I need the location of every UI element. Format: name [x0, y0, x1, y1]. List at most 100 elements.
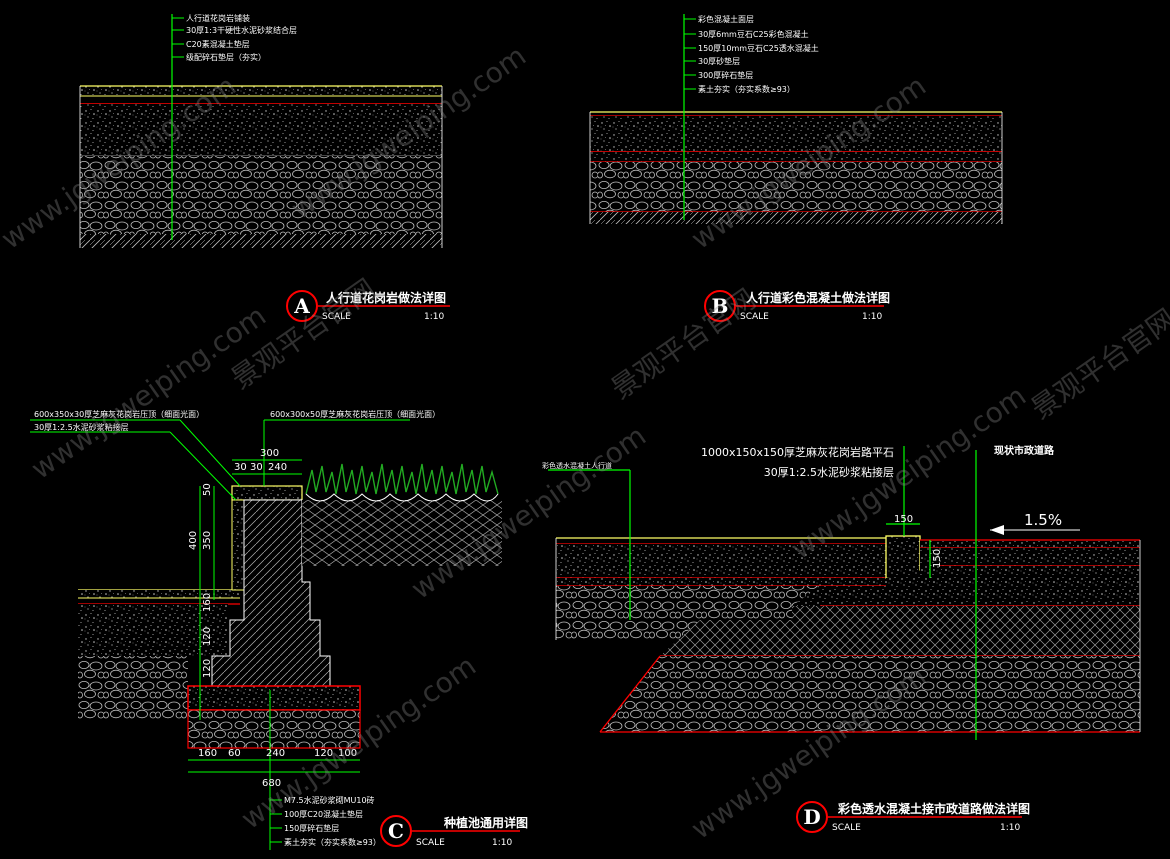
d-sand-layer: [556, 578, 886, 586]
a-detail-marker-icon: [286, 290, 318, 322]
b-layer-label-2: 30厚6mm豆石C25彩色混凝土: [698, 29, 809, 39]
watermark-cn-3: 景观平台官网: [1025, 302, 1170, 425]
c-side-stone: [231, 499, 245, 591]
c-footing-gravel: [187, 709, 361, 749]
c-paving-layer: [78, 590, 240, 598]
b-detail-marker-icon: [704, 290, 736, 322]
a-layer-label-4: 级配碎石垫层（夯实）: [186, 52, 266, 62]
b-title-block: B 人行道彩色混凝土做法详图 SCALE 1:10: [704, 290, 890, 322]
a-scale-label: SCALE: [322, 312, 351, 322]
c-grass: [305, 463, 499, 502]
c-dim-bottom-2: 60: [228, 748, 241, 759]
detail-d: 彩色透水混凝土人行道 1000x150x150厚芝麻灰花岗岩路平石 30厚1:2…: [542, 444, 1141, 833]
a-layer-label-1: 人行道花岗岩铺装: [186, 13, 250, 23]
c-detail-title: 种植池通用详图: [443, 815, 528, 830]
c-brick-wall: [211, 499, 331, 687]
c-dim-top-3: 30: [250, 462, 263, 473]
b-soil-layer: [590, 212, 1002, 224]
slope-arrow-icon: [990, 525, 1004, 535]
d-detail-marker-icon: [796, 801, 828, 833]
c-dim-left-6: 120: [202, 659, 213, 678]
d-road-gravel: [600, 656, 1140, 732]
a-detail-title: 人行道花岗岩做法详图: [326, 290, 446, 305]
d-slope-value: 1.5%: [1024, 511, 1062, 529]
c-footing: [187, 685, 361, 711]
d-leaders: [548, 446, 977, 740]
c-dim-top-2: 30: [234, 462, 247, 473]
d-road-subbase: [660, 606, 1140, 656]
b-layer-label-5: 300厚碎石垫层: [698, 70, 753, 80]
d-label-curb: 1000x150x150厚芝麻灰花岗岩路平石: [701, 445, 894, 459]
c-dim-left-3: 50: [202, 483, 213, 496]
a-detail-letter: A: [293, 294, 310, 318]
b-layer-label-6: 素土夯实（夯实系数≥93）: [698, 84, 795, 94]
b-detail-letter: B: [712, 294, 729, 318]
watermark-url-4: www.jgweiping.com: [25, 299, 272, 486]
d-dim-curb-width: 150: [894, 514, 913, 525]
c-dim-bottom-5: 100: [338, 748, 357, 759]
c-label-coping-right: 600x300x50厚芝麻灰花岗岩压顶（细面光面）: [270, 409, 440, 419]
b-scale-value: 1:10: [862, 312, 882, 322]
detail-a: 人行道花岗岩铺装 30厚1:3干硬性水泥砂浆结合层 C20素混凝土垫层 级配碎石…: [79, 13, 450, 322]
d-road-stabilized: [792, 566, 1140, 606]
detail-b: 彩色混凝土面层 30厚6mm豆石C25彩色混凝土 150厚10mm豆石C25透水…: [589, 14, 1003, 322]
b-detail-title: 人行道彩色混凝土做法详图: [746, 290, 890, 305]
watermark-cn-2: 景观平台官网: [605, 282, 762, 405]
c-gravel-layer: [78, 656, 188, 720]
d-slope-indicator: 1.5%: [990, 511, 1080, 535]
c-scale-label: SCALE: [416, 838, 445, 848]
d-dim-curb-height: 150: [932, 549, 943, 568]
a-paving-layer: [80, 86, 442, 96]
c-coping-stone: [231, 485, 303, 501]
a-concrete-layer: [80, 104, 442, 156]
d-sidewalk-concrete: [556, 544, 886, 578]
c-dim-bottom-4: 120: [314, 748, 333, 759]
c-scale-value: 1:10: [492, 838, 512, 848]
d-detail-letter: D: [803, 805, 820, 829]
d-scale-label: SCALE: [832, 823, 861, 833]
c-dim-top-1: 300: [260, 448, 279, 459]
c-concrete-layer: [78, 604, 228, 656]
c-dimension-lines: [30, 419, 410, 850]
c-detail-letter: C: [388, 819, 404, 843]
a-title-block: A 人行道花岗岩做法详图 SCALE 1:10: [286, 290, 450, 322]
c-label-mortar: 30厚1:2.5水泥砂浆粘接层: [34, 422, 129, 432]
b-color-concrete-layer: [590, 116, 1002, 152]
c-dim-left-5: 120: [202, 627, 213, 646]
a-gravel-layer: [80, 156, 442, 234]
c-detail-marker-icon: [380, 815, 412, 847]
d-road-base: [920, 548, 1140, 578]
c-layer-label-3: 150厚碎石垫层: [284, 823, 339, 833]
d-road-surface: [920, 540, 1140, 548]
b-layer-label-4: 30厚砂垫层: [698, 56, 740, 66]
b-scale-label: SCALE: [740, 312, 769, 322]
c-dim-bottom-3: 240: [266, 748, 285, 759]
c-layer-label-2: 100厚C20混凝土垫层: [284, 809, 363, 819]
b-gravel-layer: [590, 162, 1002, 212]
d-scale-value: 1:10: [1000, 823, 1020, 833]
c-label-coping-left: 600x350x30厚芝麻灰花岗岩压顶（细面光面）: [34, 409, 204, 419]
c-dim-bottom-1: 160: [198, 748, 217, 759]
a-layer-label-2: 30厚1:3干硬性水泥砂浆结合层: [186, 25, 297, 35]
d-label-sidewalk: 彩色透水混凝土人行道: [542, 461, 612, 470]
b-layer-label-3: 150厚10mm豆石C25透水混凝土: [698, 43, 819, 53]
c-dim-top-4: 240: [268, 462, 287, 473]
a-scale-value: 1:10: [424, 312, 444, 322]
d-label-mortar: 30厚1:2.5水泥砂浆粘接层: [764, 465, 894, 479]
c-planting-soil: [302, 500, 502, 566]
c-layer-label-4: 素土夯实（夯实系数≥93）: [284, 837, 381, 847]
c-layer-label-1: M7.5水泥砂浆砌MU10砖: [284, 795, 375, 805]
c-dim-left-2: 350: [202, 531, 213, 550]
d-detail-title: 彩色透水混凝土接市政道路做法详图: [837, 801, 1030, 816]
a-layer-label-3: C20素混凝土垫层: [186, 39, 250, 49]
detail-c: 600x350x30厚芝麻灰花岗岩压顶（细面光面） 30厚1:2.5水泥砂浆粘接…: [30, 409, 528, 850]
d-label-road: 现状市政道路: [994, 444, 1055, 457]
a-soil-layer: [80, 234, 442, 248]
b-layer-label-1: 彩色混凝土面层: [698, 14, 754, 24]
b-sand-layer: [590, 152, 1002, 162]
c-dim-bottom-total: 680: [262, 778, 281, 789]
d-title-block: D 彩色透水混凝土接市政道路做法详图 SCALE 1:10: [796, 801, 1030, 833]
c-dim-left-1: 400: [188, 531, 199, 550]
c-dim-left-4: 160: [202, 593, 213, 612]
